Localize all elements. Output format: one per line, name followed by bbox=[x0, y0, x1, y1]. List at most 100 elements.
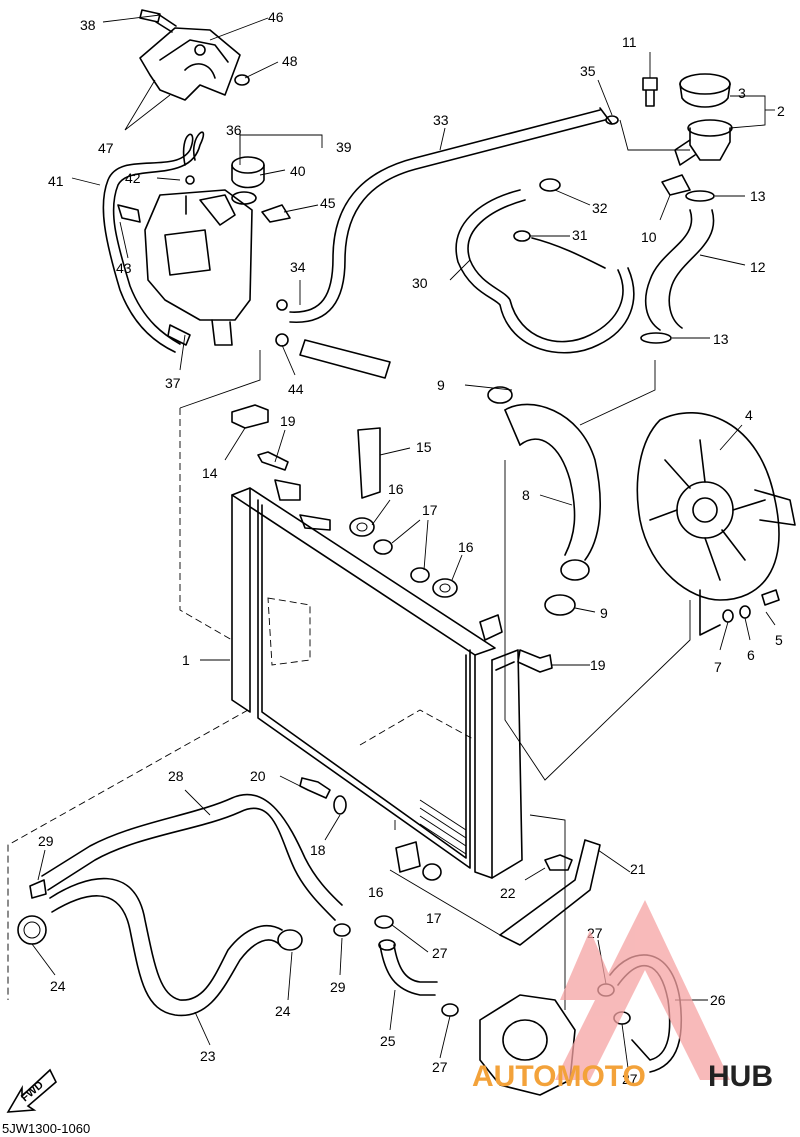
callout-16-b: 16 bbox=[458, 539, 474, 555]
reservoir-bracket-46 bbox=[139, 27, 241, 101]
callout-29-left: 29 bbox=[38, 833, 54, 849]
callout-15: 15 bbox=[416, 439, 432, 455]
watermark-text: AUTOMOTO HUB bbox=[472, 1060, 773, 1093]
callout-14: 14 bbox=[202, 465, 218, 481]
hose-clamp-29-right bbox=[333, 923, 351, 937]
callout-34: 34 bbox=[290, 259, 306, 275]
callout-32: 32 bbox=[592, 200, 608, 216]
callout-28: 28 bbox=[168, 768, 184, 784]
assembly-lines bbox=[7, 119, 691, 1010]
callout-44: 44 bbox=[288, 381, 304, 397]
callout-24-right: 24 bbox=[275, 1003, 291, 1019]
hose-28 bbox=[41, 793, 343, 921]
bolt-37 bbox=[167, 324, 191, 346]
fwd-arrow-icon: FWD bbox=[6, 1068, 57, 1113]
hose-clamp-9-upper bbox=[487, 386, 513, 404]
radiator-1 bbox=[231, 479, 523, 879]
callout-17-a: 17 bbox=[422, 502, 438, 518]
radiator-hose-8 bbox=[504, 403, 601, 581]
callout-7: 7 bbox=[714, 659, 722, 675]
callout-30: 30 bbox=[412, 275, 428, 291]
callout-1: 1 bbox=[182, 652, 190, 668]
hose-30 bbox=[455, 189, 635, 354]
clamp-45 bbox=[261, 204, 291, 223]
callout-5: 5 bbox=[775, 632, 783, 648]
callout-47: 47 bbox=[98, 140, 114, 156]
fan-assembly-4 bbox=[636, 412, 796, 636]
watermark-logo bbox=[555, 900, 730, 1080]
clamp-32 bbox=[539, 178, 561, 192]
hose-clamp-24-right bbox=[277, 929, 303, 951]
callout-17-b: 17 bbox=[426, 910, 442, 926]
reservoir-tank-36 bbox=[144, 189, 253, 346]
callout-27-d: 27 bbox=[622, 1071, 638, 1087]
block-14 bbox=[231, 404, 269, 429]
damper-16-b bbox=[432, 578, 458, 598]
clamp-31 bbox=[513, 230, 531, 242]
callout-42: 42 bbox=[125, 170, 141, 186]
hose-clamp-9-lower bbox=[544, 594, 576, 616]
hose-clamp-27-b bbox=[441, 1003, 459, 1017]
callout-41: 41 bbox=[48, 173, 64, 189]
callout-23: 23 bbox=[200, 1048, 216, 1064]
callout-13-upper: 13 bbox=[750, 188, 766, 204]
callout-25: 25 bbox=[380, 1033, 396, 1049]
hose-12 bbox=[644, 209, 715, 331]
callout-43: 43 bbox=[116, 260, 132, 276]
callout-16-c: 16 bbox=[368, 884, 384, 900]
callout-11: 11 bbox=[622, 34, 637, 50]
bolt-19-lower bbox=[517, 649, 553, 673]
callout-19-lower: 19 bbox=[590, 657, 606, 673]
callout-22: 22 bbox=[500, 885, 516, 901]
callout-29-right: 29 bbox=[330, 979, 346, 995]
washer-7 bbox=[722, 609, 734, 623]
callout-45: 45 bbox=[320, 195, 336, 211]
hose-25 bbox=[378, 939, 438, 996]
hose-clamp-29-left bbox=[29, 879, 47, 899]
hose-clamp-24-left bbox=[17, 915, 47, 945]
hose-clamp-43 bbox=[117, 204, 141, 223]
callout-37: 37 bbox=[165, 375, 181, 391]
callout-21: 21 bbox=[630, 861, 646, 877]
callout-18: 18 bbox=[310, 842, 326, 858]
callout-3: 3 bbox=[738, 85, 746, 101]
callout-9-upper: 9 bbox=[437, 377, 445, 393]
leader-lines bbox=[31, 14, 776, 1069]
bracket-10 bbox=[661, 174, 691, 196]
callout-12: 12 bbox=[750, 259, 766, 275]
collar-17-c bbox=[422, 863, 442, 881]
callout-40: 40 bbox=[290, 163, 306, 179]
hose-23 bbox=[49, 877, 283, 1017]
pad-15 bbox=[357, 427, 381, 499]
hose-clamp-13-lower bbox=[640, 332, 672, 344]
radiator-cap-3 bbox=[679, 73, 731, 108]
callout-39: 39 bbox=[336, 139, 352, 155]
callout-33: 33 bbox=[433, 112, 449, 128]
hose-clamp-27-a bbox=[374, 915, 394, 929]
bolt-11 bbox=[642, 77, 658, 107]
bolt-5 bbox=[761, 589, 780, 606]
collar-17-a bbox=[373, 539, 393, 555]
damper-16-c bbox=[395, 841, 421, 873]
bolt-22 bbox=[544, 854, 573, 871]
callout-19-upper: 19 bbox=[280, 413, 296, 429]
callout-24-left: 24 bbox=[50, 978, 66, 994]
damper-16-a bbox=[349, 517, 375, 537]
callout-36: 36 bbox=[226, 122, 242, 138]
callout-27-b: 27 bbox=[432, 1059, 448, 1075]
bolt-38 bbox=[139, 9, 177, 33]
callout-31: 31 bbox=[572, 227, 588, 243]
callout-20: 20 bbox=[250, 768, 266, 784]
callout-4: 4 bbox=[745, 407, 753, 423]
bolt-19-upper bbox=[257, 451, 289, 471]
callout-6: 6 bbox=[747, 647, 755, 663]
callout-10: 10 bbox=[641, 229, 657, 245]
bracket-21 bbox=[499, 839, 601, 946]
washer-18 bbox=[333, 795, 347, 815]
watermark-brand-left: AUTOMOTO bbox=[472, 1060, 646, 1093]
callout-48: 48 bbox=[282, 53, 298, 69]
callout-9-lower: 9 bbox=[600, 605, 608, 621]
callout-46: 46 bbox=[268, 9, 284, 25]
callout-26: 26 bbox=[710, 992, 726, 1008]
